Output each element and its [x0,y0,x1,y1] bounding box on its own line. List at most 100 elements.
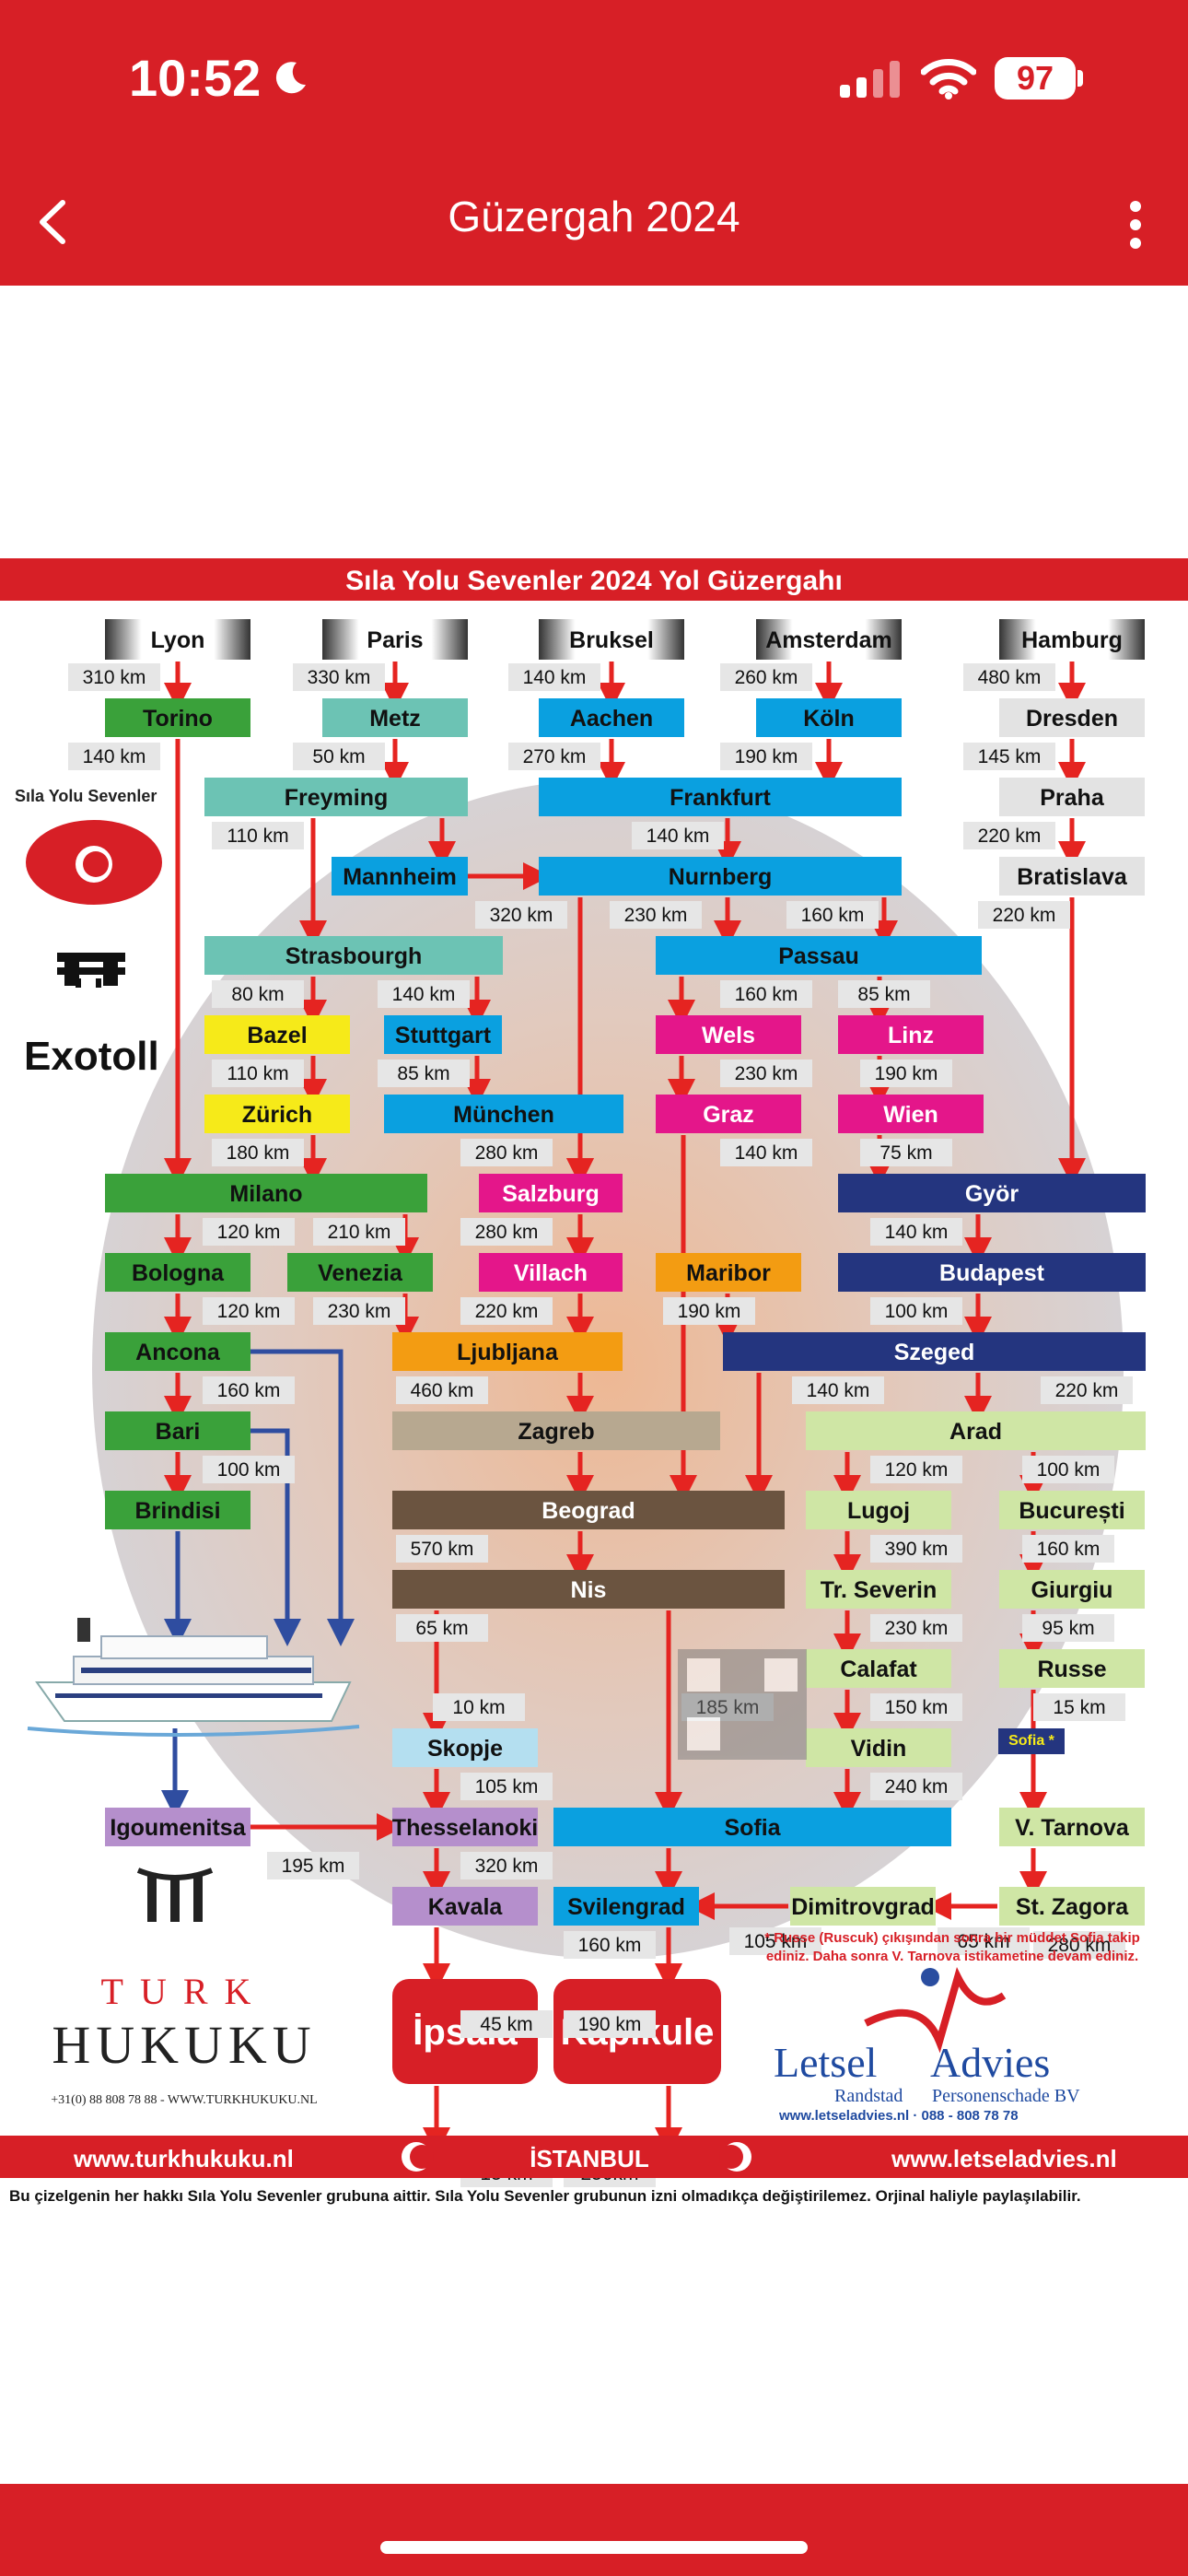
distance-label: 280 km [460,1139,553,1166]
distance-label: 140 km [378,980,470,1008]
city-box: Paris [322,619,468,660]
city-box: Praha [999,778,1145,816]
distance-value: 190 km [578,2014,642,2035]
city-name: Praha [1040,785,1105,811]
distance-value: 260 km [735,667,798,688]
city-box: Arad [806,1411,1146,1450]
distance-label: 240 km [870,1773,962,1800]
city-name: Skopje [427,1736,503,1762]
turk-hukuku-contact: +31(0) 88 808 78 88 - WWW.TURKHUKUKU.NL [51,2093,318,2107]
home-indicator[interactable] [380,2541,808,2554]
city-box: Russe [999,1649,1145,1688]
city-box: Zürich [204,1095,350,1133]
city-box: Dresden [999,698,1145,737]
distance-label: 310 km [68,663,160,691]
city-name: V. Tarnova [1015,1815,1130,1841]
city-name: Kavala [428,1894,504,1920]
page-title: Güzergah 2024 [448,193,740,240]
city-name: Sofia [724,1815,781,1841]
distance-label: 65 km [938,1927,1030,1955]
distance-label: 100 km [870,1297,962,1325]
city-box: Frankfurt [539,778,902,816]
distance-value: 280 km [475,1142,539,1164]
city-name: Bazel [247,1023,307,1048]
distance-label: 15 km [1033,1693,1125,1721]
city-box: Maribor [656,1253,801,1292]
city-name: Beograd [542,1498,635,1524]
city-box: St. Zagora [999,1887,1145,1926]
distance-label: 210 km [313,1218,405,1246]
distance-label: 280 km [1033,1931,1125,1959]
distance-label: 270 km [508,743,600,770]
distance-value: 140 km [523,667,587,688]
footer-link-left[interactable]: www.turkhukuku.nl [74,2145,294,2172]
letsel-contact: www.letseladvies.nl · 088 - 808 78 78 [779,2108,1019,2124]
city-name: Bari [156,1419,201,1445]
city-box: Dimitrovgrad [790,1887,936,1926]
city-box: Freyming [204,778,468,816]
distance-value: 105 km [475,1776,539,1797]
city-box: Metz [322,698,468,737]
city-name: Dimitrovgrad [791,1894,935,1920]
distance-label: 140 km [720,1139,812,1166]
city-name: Zürich [242,1102,312,1128]
side-label: Sıla Yolu Sevenler [15,787,157,805]
distance-value: 120 km [885,1459,949,1481]
city-name: Igoumenitsa [110,1815,246,1841]
distance-value: 120 km [217,1222,281,1243]
app-bar: Güzergah 2024 [0,147,1188,286]
distance-label: 85 km [378,1060,470,1087]
signal-icon [840,61,900,98]
city-name: Budapest [939,1260,1045,1286]
disclaimer-text: Bu çizelgenin her hakkı Sıla Yolu Sevenl… [9,2187,1081,2205]
city-name: Milano [229,1181,302,1207]
city-name: Linz [888,1023,934,1048]
city-box: Giurgiu [999,1570,1145,1609]
distance-value: 85 km [857,984,910,1005]
more-menu-icon[interactable] [1122,199,1149,254]
city-box: Zagreb [392,1411,720,1450]
distance-value: 65 km [957,1931,1009,1952]
city-box: Linz [838,1015,984,1054]
distance-value: 160 km [801,905,865,926]
distance-value: 140 km [83,746,146,767]
back-arrow-icon[interactable] [35,199,72,245]
distance-value: 190 km [735,746,798,767]
city-box: Mannheim [332,857,468,896]
distance-value: 120 km [217,1301,281,1322]
city-name: Lyon [151,627,205,653]
distance-value: 230 km [328,1301,391,1322]
city-name: Zagreb [518,1419,594,1445]
ferry-route-arrow [250,1349,355,1646]
city-box: Thesselanoki [392,1808,538,1846]
city-name: Torino [143,706,213,732]
distance-label: 220 km [1041,1376,1133,1404]
city-box: Wien [838,1095,984,1133]
sofia-tag: Sofia * [998,1728,1065,1754]
city-box: Bruksel [539,619,684,660]
distance-value: 110 km [227,825,288,847]
letsel-sub1: Randstad [834,2086,903,2106]
turk-hukuku-line2: HUKUKU [52,2015,317,2075]
city-name: Aachen [570,706,653,732]
city-box: Aachen [539,698,684,737]
footer-link-right[interactable]: www.letseladvies.nl [891,2145,1117,2172]
city-box: Igoumenitsa [105,1808,250,1846]
distance-label: 120 km [203,1218,295,1246]
city-box: Villach [479,1253,623,1292]
letsel-advies-logo-figure [864,1967,1007,2054]
moon-icon [275,62,306,94]
distance-value: 220 km [1055,1380,1119,1401]
distance-label: 120 km [203,1297,295,1325]
battery-level: 97 [1016,59,1054,97]
city-box: Strasbourgh [204,936,503,975]
distance-label: 160 km [720,980,812,1008]
distance-value: 10 km [452,1697,505,1718]
distance-label: 480 km [963,663,1055,691]
city-name: Mannheim [343,864,457,890]
distance-value: 65 km [415,1618,468,1639]
distance-label: 180 km [212,1139,304,1166]
city-name: Szeged [894,1340,975,1365]
distance-label: 230 km [720,1060,812,1087]
distance-value: 140 km [735,1142,798,1164]
